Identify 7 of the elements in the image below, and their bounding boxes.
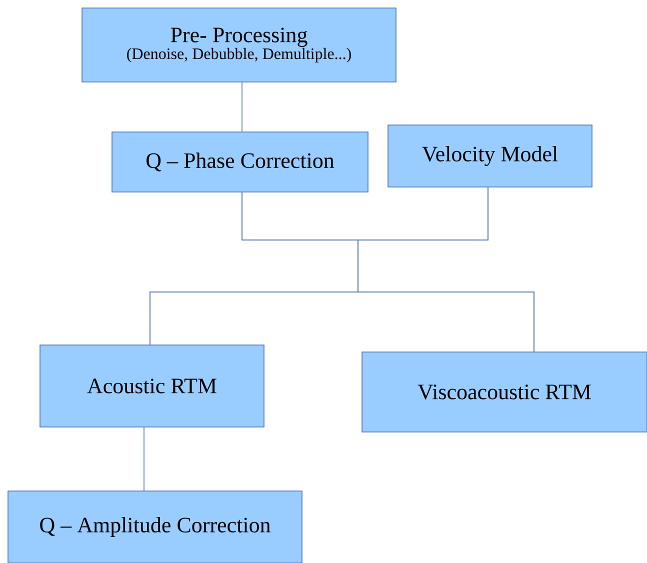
- process-box: Viscoacoustic RTM: [362, 352, 647, 432]
- process-box: Q – Amplitude Correction: [8, 490, 302, 563]
- process-box: Acoustic RTM: [40, 344, 264, 428]
- process-box: Velocity Model: [388, 124, 592, 188]
- connector-line: [358, 187, 534, 352]
- process-box: Q – Phase Correction: [112, 132, 368, 192]
- process-box: Pre- Processing (Denoise, Debubble, Demultiple...): [82, 8, 396, 82]
